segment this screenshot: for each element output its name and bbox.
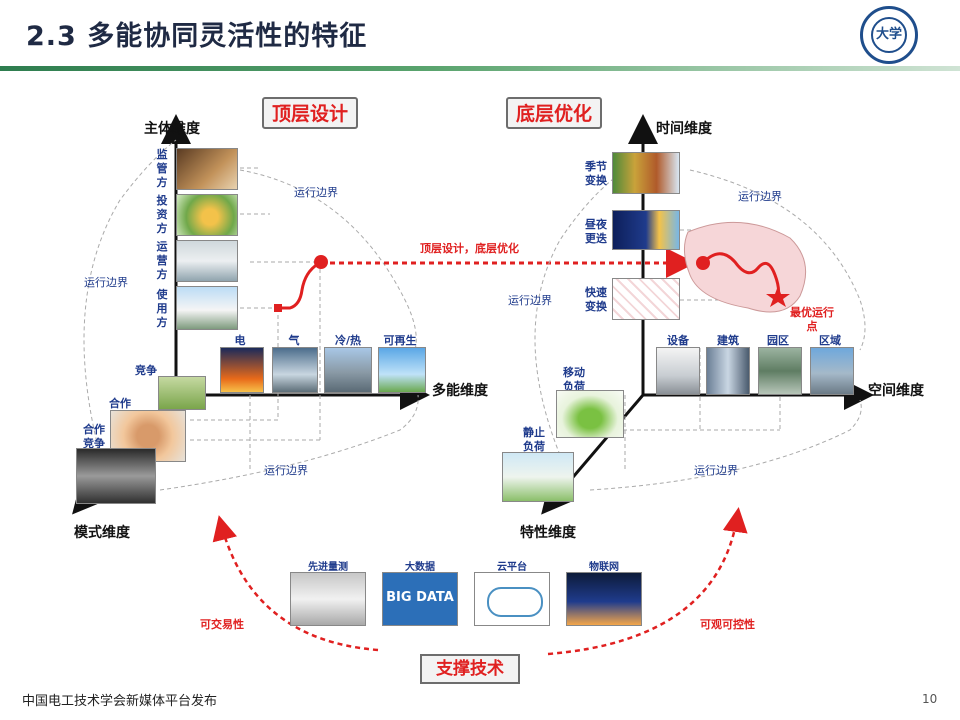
university-logo: 大学 xyxy=(860,6,918,64)
footer-text: 中国电工技术学会新媒体平台发布 xyxy=(22,694,218,709)
device-image xyxy=(656,347,700,395)
right-boundary-label-3: 运行边界 xyxy=(694,464,738,477)
bigdata-image: BIG DATA xyxy=(382,572,458,626)
support-title-bigdata: 大数据 xyxy=(405,562,435,573)
energy-label-electric: 电 xyxy=(234,334,246,347)
observability-label: 可观可控性 xyxy=(700,618,755,631)
energy-label-gas: 气 xyxy=(288,334,300,347)
support-tech-box: 支撑技术 xyxy=(420,654,520,684)
operator-image xyxy=(176,240,238,282)
space-label-region: 区域 xyxy=(819,334,841,347)
page-number: 10 xyxy=(922,692,938,706)
compete-image xyxy=(158,376,206,410)
supervisor-image xyxy=(176,148,238,190)
energy-label-heat: 冷/热 xyxy=(334,334,362,347)
right-x-axis-label: 空间维度 xyxy=(868,383,924,399)
space-label-device: 设备 xyxy=(667,334,689,347)
logo-mark: 大学 xyxy=(875,27,902,42)
building-image xyxy=(706,347,750,395)
support-title-iot: 物联网 xyxy=(589,562,619,573)
gas-image xyxy=(272,347,318,393)
mobile-load-image xyxy=(556,390,624,438)
right-boundary-label-1: 运行边界 xyxy=(738,190,782,203)
optimal-region xyxy=(684,221,807,313)
right-z-axis-label: 特性维度 xyxy=(520,525,576,541)
time-label-daynight: 昼夜更迭 xyxy=(585,218,607,245)
left-support-arc xyxy=(212,515,379,652)
cloud-image xyxy=(474,572,550,626)
space-label-park: 园区 xyxy=(767,334,789,347)
static-load-image xyxy=(502,452,574,502)
investor-image xyxy=(176,194,238,236)
logo-emblem: 大学 xyxy=(871,17,907,53)
fast-change-image xyxy=(612,278,680,320)
heat-image xyxy=(324,347,372,393)
metering-image xyxy=(290,572,366,626)
subject-label-supervisor: 监管方 xyxy=(156,148,168,189)
mode-label-compete: 竞争 xyxy=(135,364,157,377)
feature-label-static: 静止负荷 xyxy=(523,426,545,453)
page-title: 2.3 多能协同灵活性的特征 xyxy=(26,21,368,52)
optimal-star xyxy=(766,286,790,307)
mode-label-cooperate: 合作 xyxy=(109,397,131,410)
iot-image xyxy=(566,572,642,626)
time-label-fast: 快速变换 xyxy=(585,286,607,313)
electric-image xyxy=(220,347,264,393)
right-support-arc xyxy=(547,507,748,656)
optimal-point-label: 最优运行点 xyxy=(790,306,834,333)
link-caption: 顶层设计，底层优化 xyxy=(420,242,519,255)
subject-label-investor: 投资方 xyxy=(156,194,168,235)
season-image xyxy=(612,152,680,194)
daynight-image xyxy=(612,210,680,250)
left-boundary-label-2: 运行边界 xyxy=(84,276,128,289)
left-y-axis-label: 主体维度 xyxy=(144,121,200,137)
right-boundary-label-2: 运行边界 xyxy=(508,294,552,307)
subject-label-operator: 运营方 xyxy=(156,240,168,281)
left-boundary-label-3: 运行边界 xyxy=(264,464,308,477)
region-image xyxy=(810,347,854,395)
mode-label-coopetition: 合作竞争 xyxy=(83,423,105,450)
feature-label-mobile: 移动负荷 xyxy=(563,366,585,393)
left-x-axis-label: 多能维度 xyxy=(432,383,488,399)
cloud-icon xyxy=(487,587,543,617)
left-boundary-label-1: 运行边界 xyxy=(294,186,338,199)
right-y-axis-label: 时间维度 xyxy=(656,121,712,137)
title-divider xyxy=(0,66,960,71)
renewable-image xyxy=(378,347,426,393)
left-red-curve xyxy=(278,262,319,310)
tradability-label: 可交易性 xyxy=(200,618,244,631)
energy-label-renewable: 可再生 xyxy=(383,334,417,347)
park-image xyxy=(758,347,802,395)
optimal-track xyxy=(701,252,781,298)
bottom-optimization-heading: 底层优化 xyxy=(506,97,602,129)
user-image xyxy=(176,286,238,330)
support-title-cloud: 云平台 xyxy=(497,562,527,573)
support-title-metering: 先进量测 xyxy=(308,562,348,573)
subject-label-user: 使用方 xyxy=(156,288,168,329)
space-label-building: 建筑 xyxy=(717,334,739,347)
left-z-axis-label: 模式维度 xyxy=(74,525,130,541)
bigdata-text: BIG DATA xyxy=(386,590,454,605)
coopetition-image xyxy=(76,448,156,504)
top-design-heading: 顶层设计 xyxy=(262,97,358,129)
time-label-season: 季节变换 xyxy=(585,160,607,187)
